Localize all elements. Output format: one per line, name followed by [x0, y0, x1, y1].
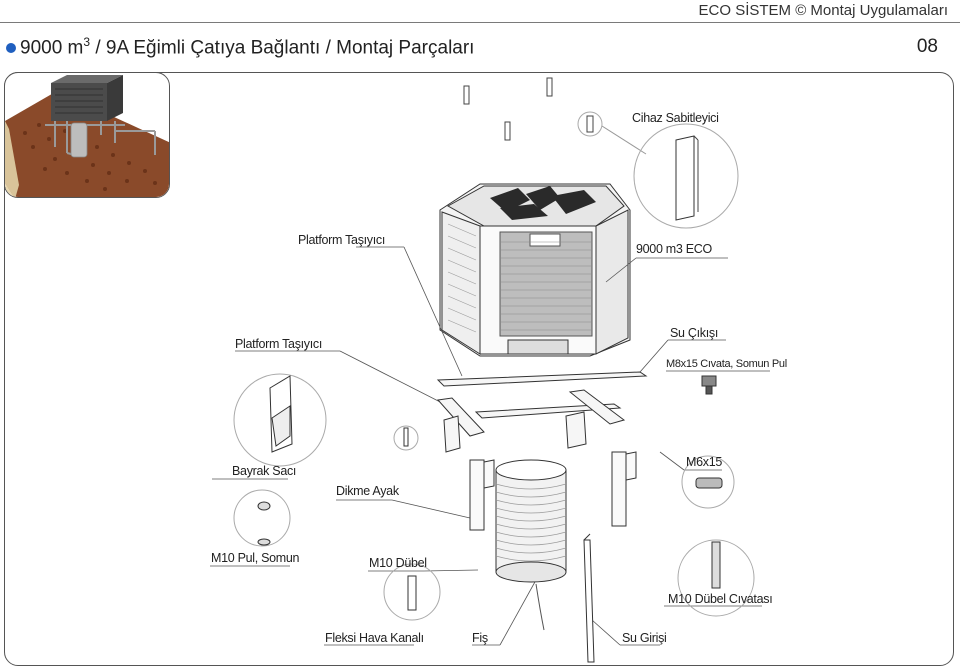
- header-rule: [0, 22, 960, 23]
- m6-bolt-detail-circle: [681, 455, 735, 509]
- roof-mount-inset: [4, 72, 170, 198]
- flexible-air-duct: [495, 459, 567, 631]
- title-main: 9000 m: [20, 37, 84, 59]
- fastener-part-3: [504, 121, 511, 141]
- platform-rail-lower: [474, 403, 622, 419]
- label-water-inlet: Su Girişi: [622, 631, 667, 645]
- label-flag-plate: Bayrak Sacı: [232, 464, 297, 478]
- flag-plate-detail-circle: [233, 373, 327, 467]
- page-header: 9000 m3 / 9A Eğimli Çatıya Bağlantı / Mo…: [0, 34, 960, 64]
- label-plug: Fiş: [472, 631, 488, 645]
- label-platform-carrier-left: Platform Taşıyıcı: [235, 337, 323, 351]
- bullet-icon: [6, 43, 16, 53]
- label-platform-carrier-top: Platform Taşıyıcı: [298, 233, 386, 247]
- label-m10-dowel-bolt: M10 Dübel Cıvatası: [668, 592, 773, 606]
- brand-text: ECO SİSTEM © Montaj Uygulamaları: [698, 2, 948, 19]
- platform-rail-top: [436, 371, 648, 387]
- fastener-part-1: [463, 85, 470, 105]
- label-water-outlet: Su Çıkışı: [670, 326, 719, 340]
- m10-dowel-detail-circle: [383, 563, 441, 621]
- bolt-head: [701, 375, 717, 387]
- label-unit-model: 9000 m3 ECO: [636, 242, 712, 256]
- leg-left: [469, 459, 485, 531]
- label-m10-washer-nut: M10 Pul, Somun: [211, 551, 300, 565]
- label-m8-bolt: M8x15 Cıvata, Somun Pul: [666, 358, 787, 370]
- label-m6x15: M6x15: [686, 455, 723, 469]
- detail-circle-small: [577, 111, 603, 137]
- device-fixer-detail-circle: [633, 123, 739, 229]
- platform-bracket-right: [568, 389, 626, 425]
- title-rest: / 9A Eğimli Çatıya Bağlantı / Montaj Par…: [90, 37, 475, 59]
- label-flexible-duct: Fleksi Hava Kanalı: [325, 631, 424, 645]
- label-m10-dowel: M10 Dübel: [369, 556, 427, 570]
- leg-right: [611, 451, 627, 527]
- label-upright-leg: Dikme Ayak: [336, 484, 399, 498]
- fastener-part-2: [546, 77, 553, 97]
- ac-unit-illustration: [439, 183, 631, 357]
- diagram-frame: [4, 72, 954, 666]
- label-device-fixer: Cihaz Sabitleyici: [632, 111, 719, 125]
- fastener-detail: [586, 115, 594, 133]
- roof-scene-illustration: [5, 75, 169, 197]
- washer-nut-detail-circle: [233, 489, 291, 547]
- page-number: 08: [916, 36, 938, 57]
- m10-dowel-bolt-detail-circle: [677, 539, 755, 617]
- page-title: 9000 m3 / 9A Eğimli Çatıya Bağlantı / Mo…: [20, 35, 474, 59]
- water-inlet-pipe: [583, 533, 595, 663]
- platform-bracket-left: [437, 397, 485, 437]
- title-superscript: 3: [83, 35, 91, 49]
